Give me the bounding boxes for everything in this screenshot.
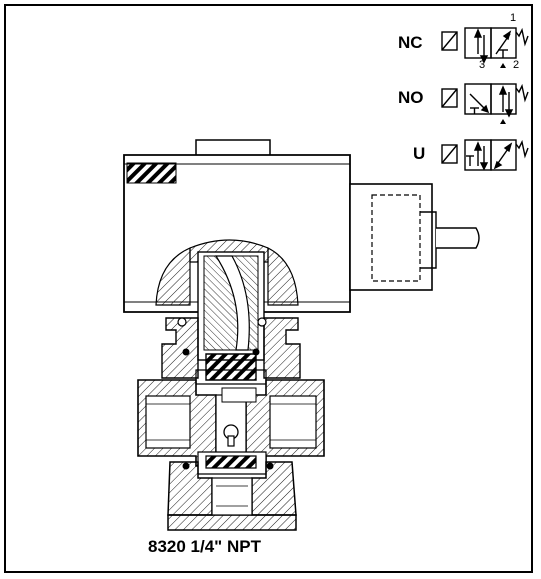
bottom-cap — [167, 514, 297, 531]
port-1-label: 1 — [510, 12, 517, 24]
upper-seal — [205, 353, 257, 381]
port-left — [145, 395, 191, 449]
no-label: NO — [398, 88, 424, 107]
no-symbol — [441, 83, 529, 124]
port-right — [269, 395, 317, 449]
nc-symbol — [441, 27, 529, 68]
diagram-frame — [4, 4, 533, 573]
u-label: U — [413, 144, 426, 163]
lower-seal — [205, 455, 257, 469]
port-2-label: 2 — [513, 59, 520, 71]
label-stripes — [126, 162, 177, 184]
connector-terminal — [371, 194, 421, 282]
cable — [436, 227, 480, 249]
connector-housing — [349, 183, 433, 291]
nc-label: NC — [398, 33, 423, 52]
diagram-caption: 8320 1/4" NPT — [148, 537, 261, 556]
u-symbol — [441, 139, 529, 171]
port-3-label: 3 — [479, 59, 486, 71]
valve-cross-section — [123, 139, 480, 531]
